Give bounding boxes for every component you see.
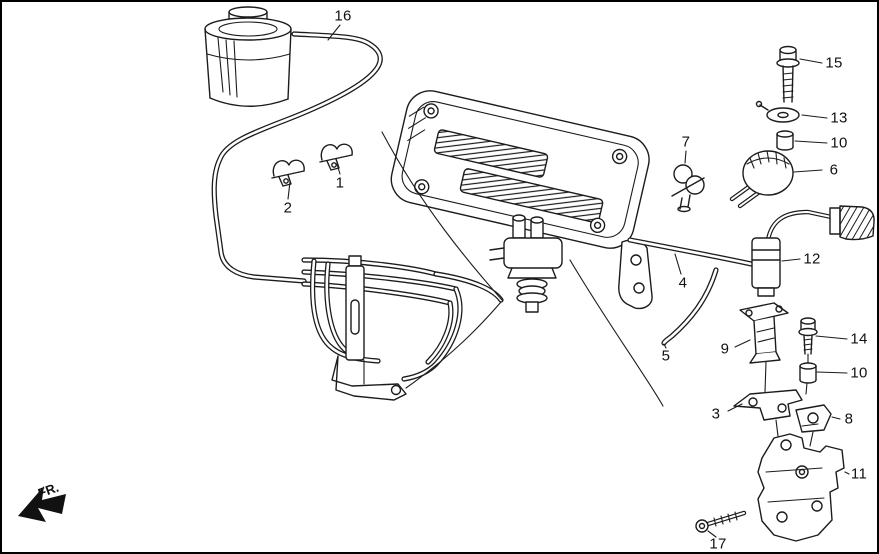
- cover-mount-bracket: [618, 239, 653, 310]
- callout-10-lower: 10: [850, 364, 868, 382]
- install-pipe-4: [627, 237, 759, 268]
- callout-10-upper: 10: [830, 134, 848, 152]
- callout-4: 4: [678, 274, 688, 292]
- cover-emblem-band-1: [433, 129, 549, 178]
- callout-17: 17: [709, 535, 727, 553]
- screw-17: [695, 510, 747, 533]
- tube-bundle: [301, 255, 504, 401]
- spacer-10b: [799, 362, 817, 395]
- front-label: FR.: [36, 480, 61, 501]
- clamp-1: [319, 143, 353, 171]
- callout-13: 13: [830, 109, 848, 127]
- callout-14: 14: [850, 330, 868, 348]
- callout-5: 5: [661, 347, 671, 365]
- thermo-valve-6: [729, 150, 794, 209]
- clamp-7: [671, 164, 705, 213]
- callout-3: 3: [711, 405, 721, 423]
- bolt-14: [798, 317, 818, 364]
- bundle-bracket: [331, 255, 407, 401]
- callout-15: 15: [825, 54, 843, 72]
- callout-2: 2: [283, 199, 293, 217]
- engine-valve-cover: [390, 90, 650, 249]
- callout-16: 16: [334, 7, 352, 25]
- bracket-11: [757, 433, 845, 542]
- clamp-2: [271, 159, 305, 187]
- callout-9: 9: [720, 340, 730, 358]
- callout-7: 7: [681, 133, 691, 151]
- cover-emblem-band-2: [459, 168, 604, 224]
- clamp-8: [795, 404, 832, 447]
- install-pipe-5: [661, 267, 719, 346]
- callout-6: 6: [829, 161, 839, 179]
- callout-8: 8: [844, 410, 854, 428]
- joint-connector-12: [751, 205, 875, 297]
- bolt-15: [776, 45, 800, 103]
- washer-13: [755, 100, 800, 123]
- bracket-3: [733, 389, 803, 437]
- vacuum-tube-16: [211, 31, 383, 284]
- callout-12: 12: [803, 250, 821, 268]
- hose-lines: [381, 131, 664, 407]
- leader-lines: [287, 24, 850, 538]
- callout-11: 11: [850, 465, 868, 483]
- solenoid-valve-assembly: [489, 214, 563, 313]
- vacuum-canister: [204, 6, 292, 107]
- front-direction-indicator: FR.: [18, 480, 66, 522]
- connector-plug: [839, 205, 875, 241]
- spacer-10a: [776, 130, 794, 151]
- callout-1: 1: [335, 174, 345, 192]
- front-arrow-icon: [18, 486, 66, 522]
- joint-9: [739, 302, 789, 393]
